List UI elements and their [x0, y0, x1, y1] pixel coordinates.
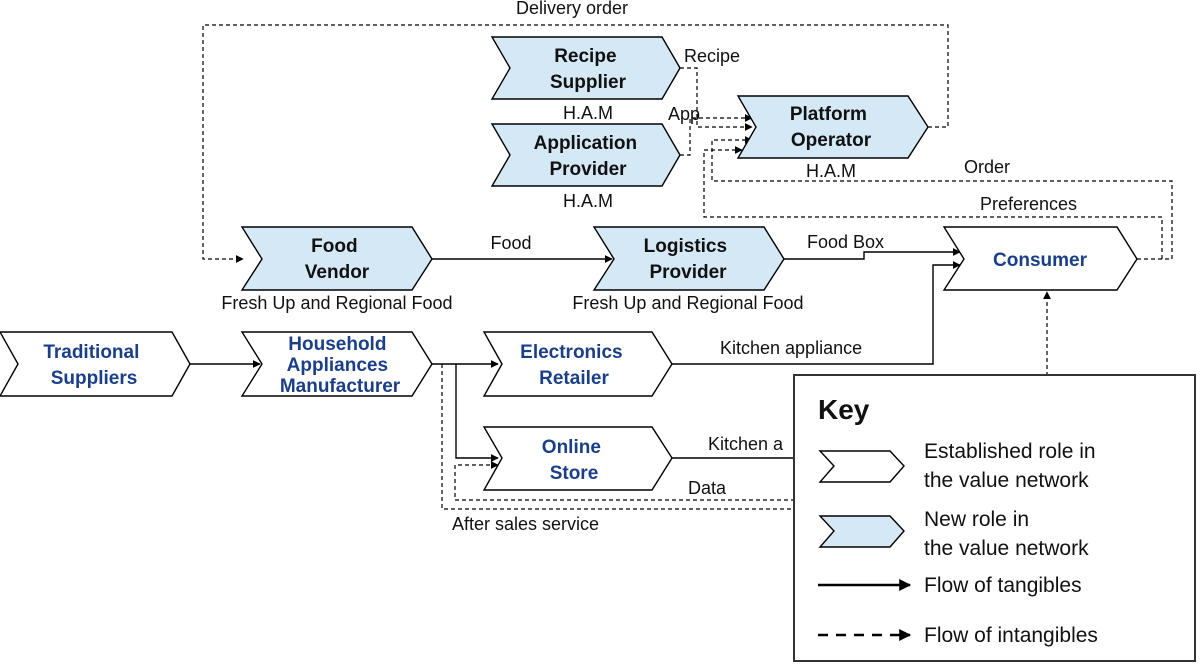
recipe-supplier-node[interactable]: Recipe Supplier	[490, 36, 681, 100]
app-flow	[680, 114, 753, 156]
preferences-label: Preferences	[980, 194, 1077, 214]
food-vendor-sublabel: Fresh Up and Regional Food	[221, 293, 452, 313]
electronics-retailer-node[interactable]: Electronics Retailer	[482, 331, 673, 397]
delivery-order-flow	[202, 24, 949, 263]
order-flow	[711, 136, 1173, 260]
key-new-role-label: New role in the value network	[924, 508, 1089, 560]
svg-text:Application Provider: Application Provider	[534, 133, 643, 180]
data-flow	[454, 461, 795, 501]
recipe-supplier-sublabel: H.A.M	[563, 103, 613, 123]
kitchen-appliance-online-label: Kitchen a	[708, 434, 784, 454]
application-provider-sublabel: H.A.M	[563, 191, 613, 211]
preferences-flow	[703, 146, 1163, 259]
manufacturer-to-online-store-flow	[455, 364, 499, 462]
svg-text:Household Appliances: Household Appliances Manufacturer	[280, 334, 401, 397]
food-box-label: Food Box	[807, 232, 884, 252]
key-established-role-label: Established role in the value network	[924, 440, 1101, 492]
svg-text:Traditional Suppliers: Traditional Suppliers	[43, 342, 144, 389]
logistics-provider-node[interactable]: Logistics Provider	[592, 226, 785, 291]
svg-text:Logistics Provider: Logistics Provider	[644, 236, 733, 283]
consumer-node[interactable]: Consumer	[942, 226, 1138, 291]
application-provider-node[interactable]: Application Provider	[490, 123, 681, 187]
svg-text:Consumer: Consumer	[993, 250, 1088, 271]
kitchen-appliance-retailer-label: Kitchen appliance	[720, 338, 862, 358]
key-intangibles-label: Flow of intangibles	[924, 624, 1098, 647]
traditional-suppliers-node[interactable]: Traditional Suppliers	[0, 331, 191, 397]
svg-text:Platform Operator: Platform Operator	[790, 104, 872, 151]
food-box-flow	[784, 248, 961, 260]
key-new-role-swatch	[818, 515, 905, 548]
key-title: Key	[818, 394, 870, 425]
data-label: Data	[688, 478, 727, 498]
svg-text:Online Store: Online Store	[542, 437, 606, 484]
recipe-label: Recipe	[684, 46, 740, 66]
key-established-role-swatch	[818, 450, 905, 483]
food-vendor-node[interactable]: Food Vendor	[240, 226, 433, 291]
online-store-node[interactable]: Online Store	[482, 426, 673, 491]
kitchen-appliance-retailer-flow	[672, 261, 961, 365]
food-label: Food	[490, 233, 531, 253]
logistics-provider-sublabel: Fresh Up and Regional Food	[572, 293, 803, 313]
after-sales-service-flow	[441, 364, 795, 510]
svg-text:Recipe Supplier: Recipe Supplier	[550, 46, 627, 93]
key-legend: Key Established role in the value networ…	[793, 374, 1196, 662]
platform-operator-sublabel: H.A.M	[806, 161, 856, 181]
app-label: App	[668, 104, 700, 124]
household-appliances-manufacturer-node[interactable]: Household Appliances Manufacturer	[240, 331, 433, 397]
platform-operator-node[interactable]: Platform Operator	[736, 95, 929, 159]
key-tangibles-label: Flow of tangibles	[924, 574, 1082, 597]
after-sales-service-label: After sales service	[452, 514, 599, 534]
recipe-flow	[680, 67, 753, 131]
order-label: Order	[964, 157, 1010, 177]
delivery-order-label: Delivery order	[516, 0, 628, 18]
svg-text:Electronics Retailer: Electronics Retailer	[520, 342, 628, 389]
svg-text:Food Vendor: Food Vendor	[305, 236, 370, 283]
